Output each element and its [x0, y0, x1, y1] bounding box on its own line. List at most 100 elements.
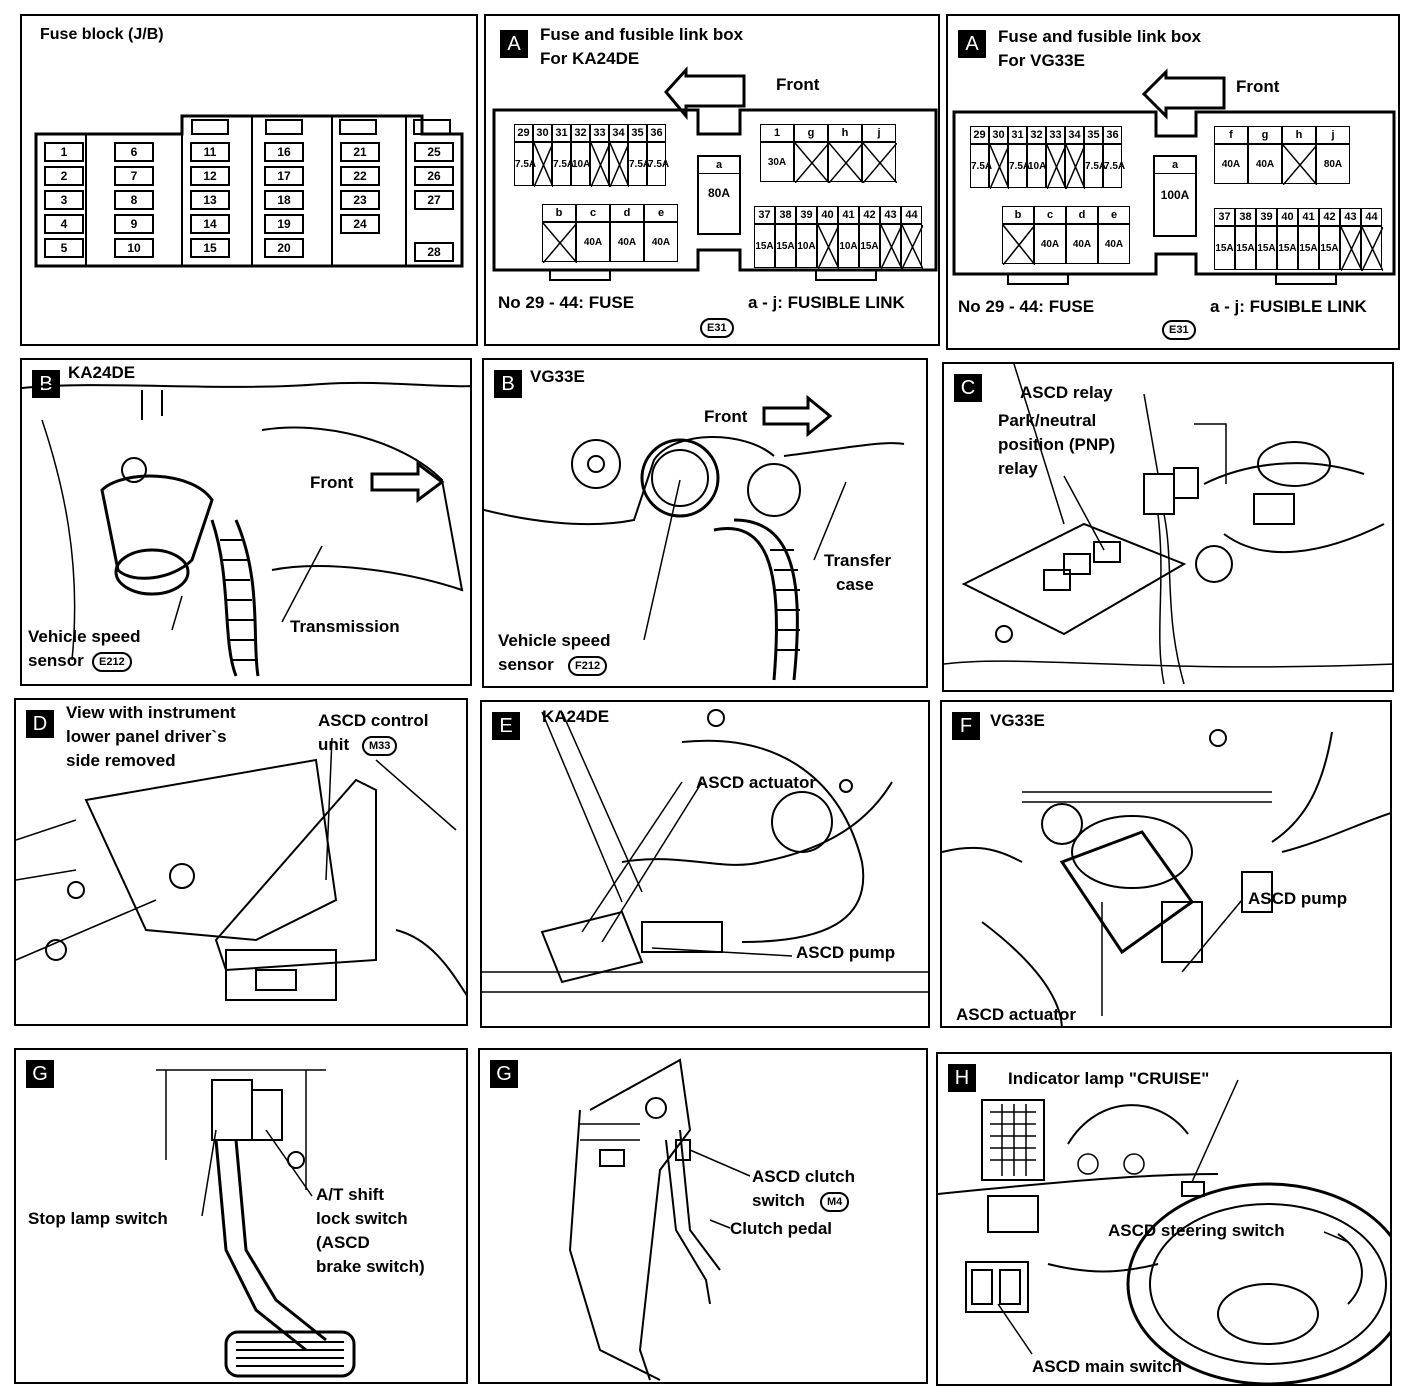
link-label: f: [1214, 126, 1248, 144]
transfer-label-2: case: [836, 575, 874, 594]
fuse-cell: 11: [190, 142, 230, 162]
actuator-label: ASCD actuator: [696, 773, 816, 792]
fuse-rating: [1065, 144, 1085, 189]
fuse-number: 31: [1008, 126, 1027, 144]
fusible-title-1: Fuse and fusible link box: [540, 25, 744, 44]
fuse-cell: 13: [190, 190, 230, 210]
sensor-label-2: sensor: [498, 655, 554, 674]
panel-speed-sensor-ka24de: B KA24DE Front Vehicle speed sensor E212…: [20, 358, 472, 686]
connector-e212: E212: [92, 652, 132, 672]
panel-fusible-ka24de: A Fuse and fusible link box For KA24DE F…: [484, 14, 940, 346]
fuse-number: 30: [533, 124, 552, 142]
fuse-cell: 9: [114, 214, 154, 234]
link-rating: 40A: [1098, 224, 1130, 264]
panel-control-unit: D View with instrument lower panel drive…: [14, 698, 468, 1026]
fuse-rating: 10A: [838, 224, 859, 268]
fuse-number: 42: [1319, 208, 1340, 226]
clutch-pedal-drawing: [568, 1058, 751, 1381]
fuse-rating: [901, 224, 923, 269]
fuse-rating: 15A: [1319, 226, 1340, 270]
fuse-rating: 15A: [754, 224, 775, 268]
fuse-rating: 7.5A: [970, 144, 992, 188]
link-rating: [1002, 224, 1035, 265]
fuse-cell: 21: [340, 142, 380, 162]
link-label: g: [1248, 126, 1282, 144]
link-a-amp: 100A: [1160, 188, 1190, 202]
fuse-rating: [817, 224, 839, 269]
panel-title: VG33E: [530, 367, 585, 386]
fuse-number: 33: [1046, 126, 1065, 144]
fuse-cell: 4: [44, 214, 84, 234]
fuse-cell: 22: [340, 166, 380, 186]
link-rating: 40A: [1066, 224, 1098, 264]
transfer-label-1: Transfer: [824, 551, 892, 570]
clutch-switch-label-2: switch: [752, 1191, 805, 1210]
fuse-number: 41: [1298, 208, 1319, 226]
link-label: g: [794, 124, 828, 142]
link-label: b: [1002, 206, 1034, 224]
link-rating: [542, 222, 577, 263]
fuse-number: 39: [796, 206, 817, 224]
panel-tag: A: [958, 30, 986, 58]
fuse-number: 29: [970, 126, 989, 144]
front-label: Front: [704, 407, 748, 426]
fuse-rating: [590, 142, 610, 187]
fuse-rating: 10A: [571, 142, 590, 186]
fuse-number: 43: [1340, 208, 1361, 226]
fuse-number: 38: [1235, 208, 1256, 226]
fuse-rating: [533, 142, 553, 187]
link-label: c: [576, 204, 610, 222]
panel-tag: A: [500, 30, 528, 58]
pump-label: ASCD pump: [1248, 889, 1348, 908]
fuse-rating: [609, 142, 629, 187]
panel-clutch-switch: G ASCD clutch switch M4 Clutch pedal: [478, 1048, 928, 1384]
at-label-2: lock switch: [316, 1209, 408, 1228]
link-rating: 40A: [576, 222, 610, 262]
connector-m4: M4: [820, 1192, 850, 1212]
fuse-cell: 18: [264, 190, 304, 210]
control-unit-drawing: [16, 737, 466, 1001]
fuse-rating: 7.5A: [647, 142, 669, 186]
panel-title: KA24DE: [542, 707, 610, 726]
link-rating: [1282, 144, 1317, 185]
at-label-4: brake switch): [316, 1257, 425, 1276]
fuse-number: 37: [754, 206, 775, 224]
fuse-cell: 26: [414, 166, 454, 186]
link-label: e: [1098, 206, 1130, 224]
fuse-cell: 6: [114, 142, 154, 162]
fuse-rating: [1340, 226, 1362, 271]
fuse-rating: 7.5A: [552, 142, 574, 186]
fuse-number: 38: [775, 206, 796, 224]
dashboard-drawing: [938, 1079, 1390, 1384]
fuse-cell: 14: [190, 214, 230, 234]
at-label-1: A/T shift: [316, 1185, 384, 1204]
fuse-number: 42: [859, 206, 880, 224]
link-label: j: [862, 124, 896, 142]
link-a-amp: 80A: [707, 186, 730, 200]
panel-tag: F: [952, 712, 980, 740]
speed-sensor-drawing: [484, 394, 905, 681]
fuse-cell: 17: [264, 166, 304, 186]
link-rating: [794, 142, 829, 183]
link-label: e: [644, 204, 678, 222]
fuse-cell: 2: [44, 166, 84, 186]
fuse-cell: 16: [264, 142, 304, 162]
fuse-number: 30: [989, 126, 1008, 144]
fuse-number: 39: [1256, 208, 1277, 226]
fuse-number: 40: [817, 206, 838, 224]
view-label-2: lower panel driver`s: [66, 727, 227, 746]
fuse-cell: 20: [264, 238, 304, 258]
fuse-cell: 15: [190, 238, 230, 258]
fuse-number: 36: [1103, 126, 1122, 144]
fuse-rating: 7.5A: [514, 142, 536, 186]
connector-e31: E31: [700, 318, 734, 338]
speed-sensor-drawing: [22, 381, 470, 677]
fuse-cell: 27: [414, 190, 454, 210]
fusible-title-2: For VG33E: [998, 51, 1085, 70]
fuse-number: 44: [901, 206, 922, 224]
panel-tag: B: [494, 370, 522, 398]
panel-tag: D: [26, 710, 54, 738]
panel-fusible-vg33e: A Fuse and fusible link box For VG33E Fr…: [946, 14, 1400, 350]
fuse-rating: 15A: [1277, 226, 1298, 270]
panel-actuator-vg33e: F VG33E ASCD pump ASCD actuator: [940, 700, 1392, 1028]
